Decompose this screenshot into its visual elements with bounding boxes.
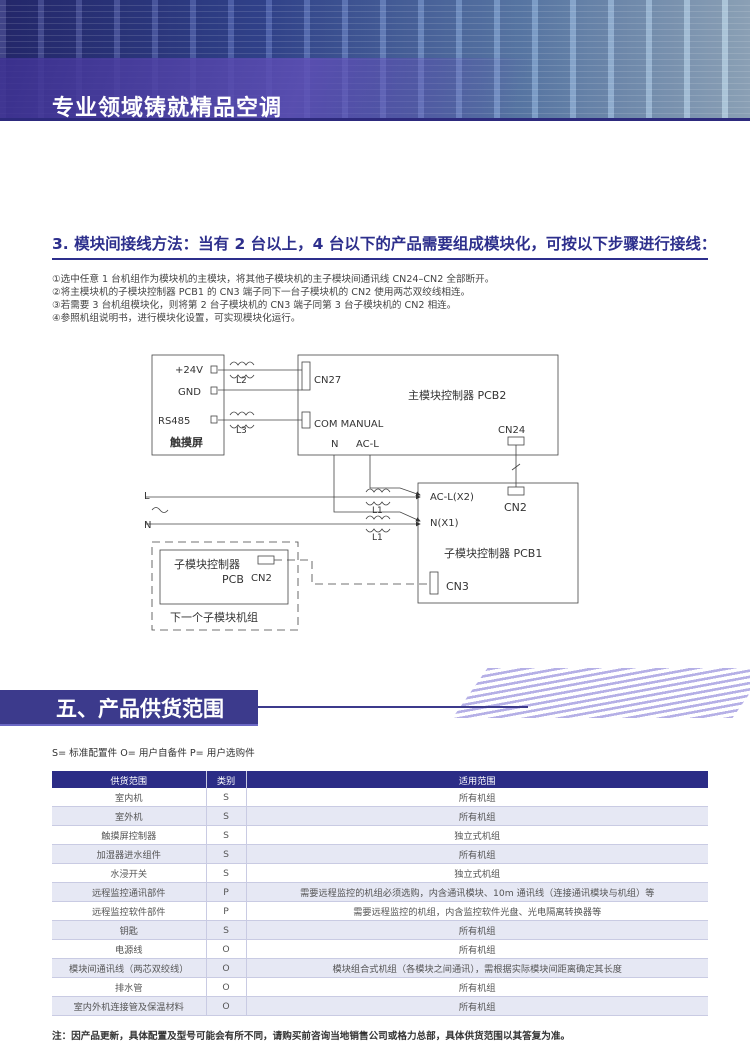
- section5-header-bg: [0, 690, 258, 724]
- item-cell: 排水管: [52, 977, 206, 997]
- next-unit-cn2: CN2: [251, 573, 272, 584]
- sub-nx1-label: N(X1): [430, 518, 459, 529]
- section3-title: 3. 模块间接线方法：当有 2 台以上，4 台以下的产品需要组成模块化，可按以下…: [52, 235, 717, 253]
- power-l-label: L: [144, 491, 150, 502]
- terminal-rs485: RS485: [158, 416, 190, 427]
- next-unit-caption: 下一个子模块机组: [170, 610, 258, 624]
- item-cell: 加湿器进水组件: [52, 844, 206, 864]
- scope-cell: 需要远程监控的机组，内含监控软件光盘、光电隔离转换器等: [245, 901, 708, 921]
- item-cell: 室外机: [52, 806, 206, 826]
- category-cell: S: [205, 788, 246, 807]
- category-cell: P: [205, 882, 246, 902]
- category-cell: S: [205, 844, 246, 864]
- choke-l2-label: L2: [236, 376, 247, 386]
- next-unit-pcb: PCB: [222, 573, 244, 586]
- item-cell: 水浸开关: [52, 863, 206, 883]
- terminal-gnd: GND: [178, 387, 201, 398]
- sub-acl-label: AC-L(X2): [430, 492, 474, 503]
- item-cell: 触摸屏控制器: [52, 825, 206, 845]
- choke-l3-label: L3: [236, 426, 247, 436]
- item-cell: 电源线: [52, 939, 206, 959]
- category-cell: P: [205, 901, 246, 921]
- item-cell: 远程监控软件部件: [52, 901, 206, 921]
- category-cell: O: [205, 996, 246, 1016]
- main-acl-label: AC-L: [356, 439, 379, 450]
- step-2: ②将主模块机的子模块控制器 PCB1 的 CN3 端子同下一台子模块机的 CN2…: [52, 287, 471, 298]
- scope-cell: 所有机组: [245, 806, 708, 826]
- category-cell: S: [205, 920, 246, 940]
- column-header: 类别: [205, 771, 246, 788]
- item-cell: 远程监控通讯部件: [52, 882, 206, 902]
- section5-decoration: [452, 668, 750, 718]
- wiring-steps: ①选中任意 1 台机组作为模块机的主模块，将其他子模块机的主子模块间通讯线 CN…: [52, 273, 494, 325]
- touch-screen-box: [151, 354, 225, 456]
- scope-cell: 所有机组: [245, 977, 708, 997]
- scope-cell: 需要远程监控的机组必须选购，内含通讯模块、10m 通讯线（连接通讯模块与机组）等: [245, 882, 708, 902]
- scope-cell: 所有机组: [245, 996, 708, 1016]
- sub-cn3-label: CN3: [446, 580, 469, 593]
- step-4: ④参照机组说明书，进行模块化设置，可实现模块化运行。: [52, 313, 301, 324]
- category-cell: O: [205, 939, 246, 959]
- category-cell: S: [205, 825, 246, 845]
- sub-controller-label: 子模块控制器 PCB1: [444, 546, 542, 560]
- scope-cell: 所有机组: [245, 920, 708, 940]
- item-cell: 室内外机连接管及保温材料: [52, 996, 206, 1016]
- table-header-row: 供货范围 类别 适用范围: [52, 771, 708, 788]
- category-cell: O: [205, 977, 246, 997]
- main-n-label: N: [331, 439, 338, 450]
- wiring-diagram: +24V GND RS485 触摸屏 L2 L3 CN27 主模块控制器 PCB…: [144, 354, 579, 631]
- terminal-24v: +24V: [175, 365, 203, 376]
- main-controller-label: 主模块控制器 PCB2: [408, 388, 506, 402]
- column-header: 适用范围: [245, 771, 708, 788]
- step-1: ①选中任意 1 台机组作为模块机的主模块，将其他子模块机的主子模块间通讯线 CN…: [52, 274, 495, 285]
- scope-cell: 模块组合式机组（各模块之间通讯），需根据实际模块间距离确定其长度: [245, 958, 708, 978]
- choke-l1-label-a: L1: [372, 506, 383, 516]
- item-cell: 室内机: [52, 788, 206, 807]
- sub-controller-box: [417, 482, 579, 604]
- item-cell: 模块间通讯线（两芯双绞线）: [52, 958, 206, 978]
- section5-title: 五、产品供货范围: [56, 697, 224, 721]
- footnote: 注：因产品更新，具体配置及型号可能会有所不同，请购买前咨询当地销售公司或格力总部…: [52, 1031, 571, 1042]
- header-banner: 专业领域铸就精品空调: [0, 0, 750, 120]
- cn27-label: CN27: [314, 375, 341, 386]
- step-3: ③若需要 3 台机组模块化，则将第 2 台子模块机的 CN3 端子同第 3 台子…: [52, 300, 457, 311]
- category-cell: S: [205, 863, 246, 883]
- category-cell: O: [205, 958, 246, 978]
- banner-title: 专业领域铸就精品空调: [52, 96, 283, 120]
- touch-screen-label: 触摸屏: [169, 435, 203, 449]
- cn24-label: CN24: [498, 425, 525, 436]
- scope-cell: 独立式机组: [245, 825, 708, 845]
- category-legend: S= 标准配置件 O= 用户自备件 P= 用户选购件: [52, 748, 255, 759]
- main-controller-box: [297, 354, 559, 456]
- column-header: 供货范围: [52, 771, 206, 788]
- scope-cell: 所有机组: [245, 788, 708, 807]
- scope-cell: 所有机组: [245, 939, 708, 959]
- power-n-label: N: [144, 520, 151, 531]
- section3-rule: [52, 258, 708, 260]
- scope-cell: 独立式机组: [245, 863, 708, 883]
- next-unit-title: 子模块控制器: [174, 557, 240, 571]
- category-cell: S: [205, 806, 246, 826]
- item-cell: 钥匙: [52, 920, 206, 940]
- banner-divider: [0, 118, 750, 121]
- sub-cn2-label: CN2: [504, 501, 527, 514]
- com-manual-label: COM MANUAL: [314, 419, 384, 430]
- scope-cell: 所有机组: [245, 844, 708, 864]
- choke-l1-label-b: L1: [372, 533, 383, 543]
